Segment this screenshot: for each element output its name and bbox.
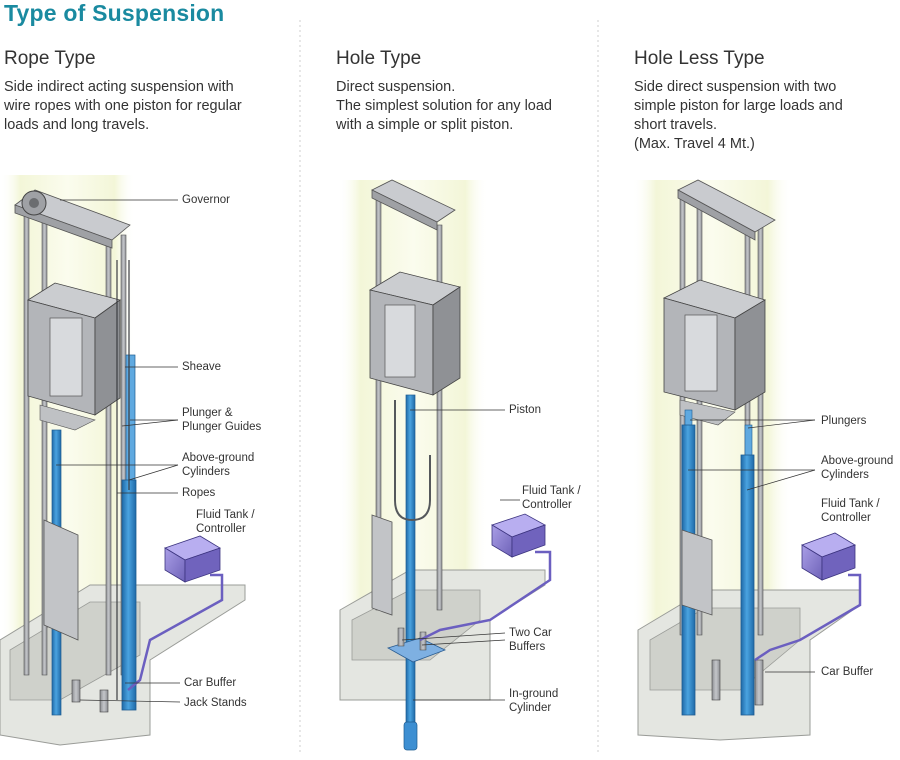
hole-type-title: Hole Type — [336, 48, 422, 69]
rope-type-description: Side indirect acting suspension with wir… — [4, 79, 242, 133]
label-ropes: Ropes — [182, 487, 216, 499]
hole-type-illustration — [338, 179, 552, 751]
hole-less-type-illustration — [632, 179, 862, 741]
rope-type-illustration — [0, 175, 246, 746]
label-plunger-guides: Plunger &Plunger Guides — [182, 407, 262, 433]
page-title: Type of Suspension — [4, 0, 225, 26]
label-fluid-tank: Fluid Tank /Controller — [196, 509, 255, 535]
label-car-buffer: Car Buffer — [184, 677, 237, 689]
label-fluid-tank: Fluid Tank /Controller — [522, 485, 581, 511]
hole-less-type-description: Side direct suspension with two simple p… — [634, 79, 843, 152]
label-jack-stands: Jack Stands — [184, 697, 247, 709]
rope-type-title: Rope Type — [4, 48, 96, 69]
label-fluid-tank: Fluid Tank /Controller — [821, 498, 880, 524]
hole-type-description: Direct suspension. The simplest solution… — [336, 79, 552, 133]
label-governor: Governor — [182, 194, 230, 206]
hole-less-type-title: Hole Less Type — [634, 48, 765, 69]
label-piston: Piston — [509, 404, 541, 416]
label-car-buffer: Car Buffer — [821, 666, 874, 678]
label-sheave: Sheave — [182, 361, 222, 373]
label-plungers: Plungers — [821, 415, 867, 427]
